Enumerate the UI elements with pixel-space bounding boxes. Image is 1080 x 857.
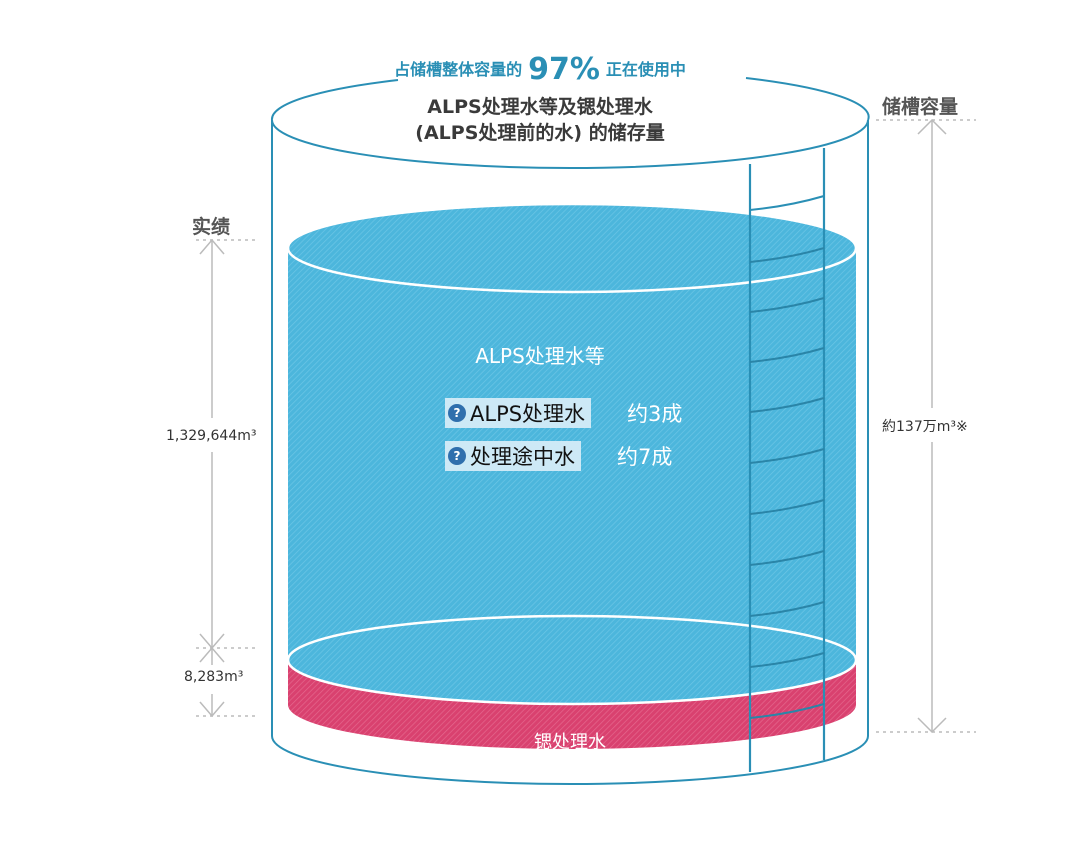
right-measure-axis xyxy=(876,118,976,734)
alps-section-title: ALPS处理水等 xyxy=(475,344,605,368)
capacity-label: 储槽容量 xyxy=(882,96,959,118)
ladder-rung xyxy=(749,297,825,313)
question-icon[interactable]: ? xyxy=(448,404,466,422)
ladder-rung xyxy=(749,550,825,566)
in-process-water-ratio: 约7成 xyxy=(617,445,673,469)
strontium-volume-value: 8,283m³ xyxy=(184,669,244,685)
alps-water-body xyxy=(286,202,858,706)
usage-headline: 占储槽整体容量的 97% 正在使用中 xyxy=(0,52,1080,87)
tank-title-line2: (ALPS处理前的水) 的储存量 xyxy=(415,122,665,144)
headline-suffix: 正在使用中 xyxy=(605,60,686,79)
ladder-rung xyxy=(749,499,825,515)
ladder-rung xyxy=(749,247,825,263)
left-measure-axis xyxy=(196,238,258,718)
ladder-rung xyxy=(749,601,825,617)
ladder-rung xyxy=(749,195,825,211)
ladder-rung xyxy=(749,397,825,413)
headline-prefix: 占储槽整体容量的 xyxy=(394,60,523,79)
tank-title-line1: ALPS处理水等及锶处理水 xyxy=(427,96,653,118)
in-process-water-chip[interactable]: ? 处理途中水 xyxy=(445,441,581,471)
alps-treated-chip[interactable]: ? ALPS处理水 xyxy=(445,398,592,428)
ladder xyxy=(748,148,826,772)
outer-tank xyxy=(271,120,869,785)
ladder-rung xyxy=(749,652,825,668)
question-icon[interactable]: ? xyxy=(448,447,466,465)
alps-volume-value: 1,329,644m³ xyxy=(166,428,257,444)
capacity-value: 約137万m³※ xyxy=(882,419,968,435)
strontium-label: 锶处理水 xyxy=(534,732,606,753)
alps-item-row: ? ALPS处理水 约3成 xyxy=(445,398,682,428)
ladder-rung xyxy=(749,347,825,363)
tank-top-rim xyxy=(270,77,870,169)
alps-item-row: ? 处理途中水 约7成 xyxy=(445,441,672,471)
actual-label: 实绩 xyxy=(192,216,231,238)
ladder-rung xyxy=(749,703,825,719)
alps-treated-label: ALPS处理水 xyxy=(470,402,586,426)
ladder-rung xyxy=(749,448,825,464)
alps-treated-ratio: 约3成 xyxy=(627,402,683,426)
in-process-water-label: 处理途中水 xyxy=(470,445,575,469)
usage-percent: 97% xyxy=(528,52,600,87)
